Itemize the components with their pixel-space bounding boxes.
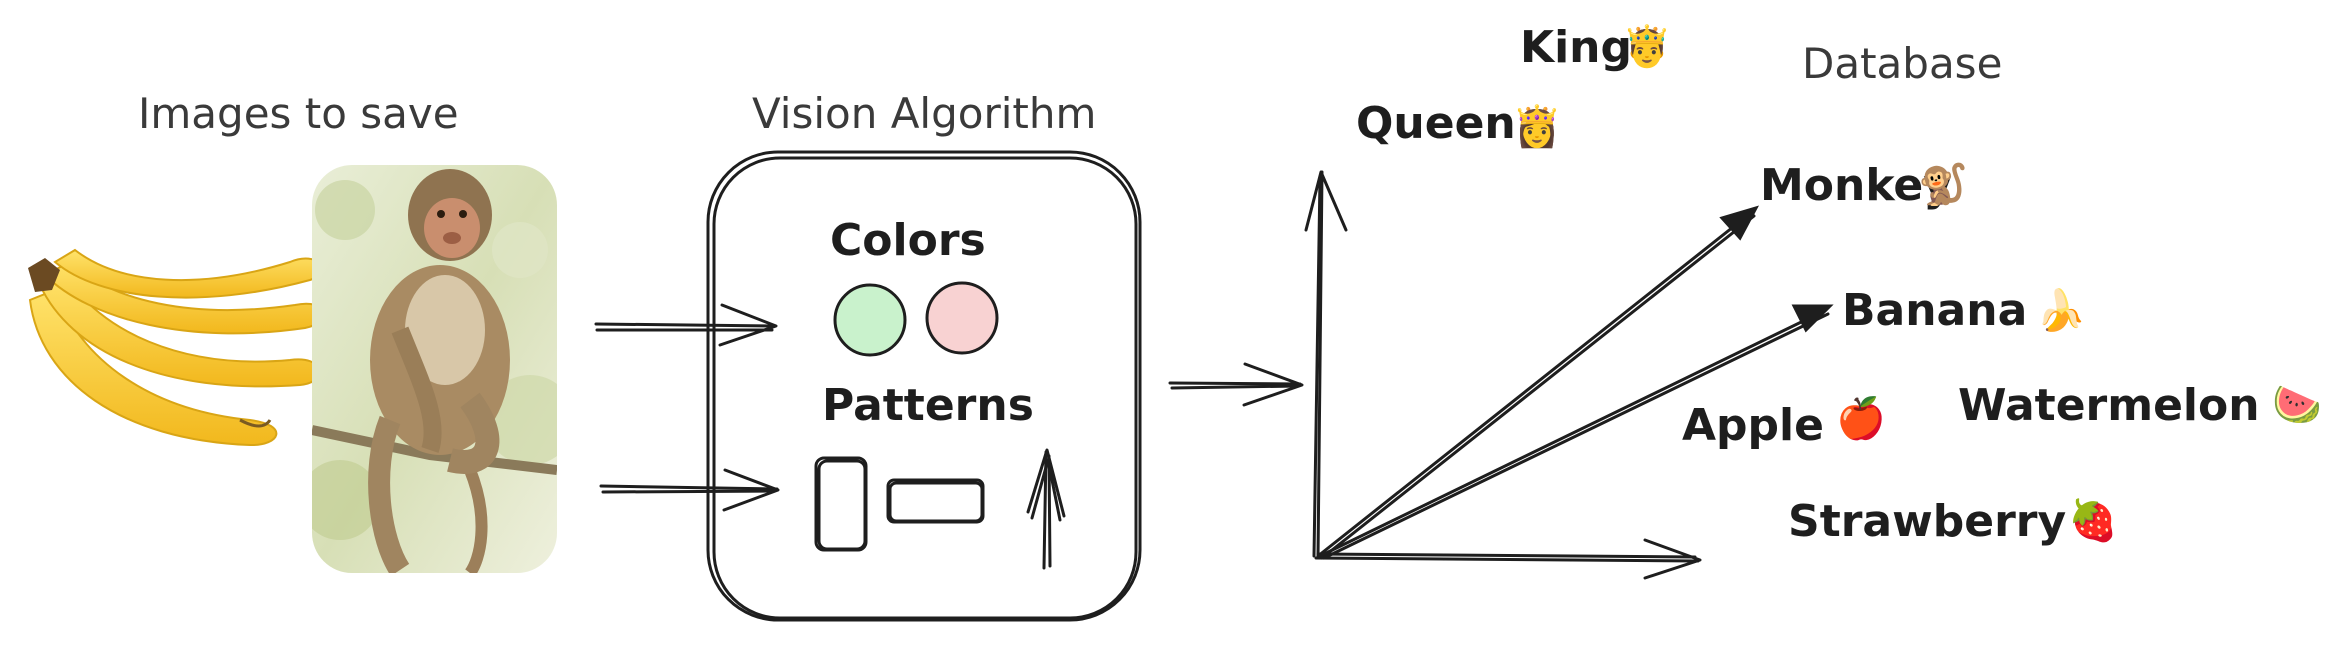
monkey-image (312, 165, 557, 573)
strawberry-icon: 🍓 (2068, 497, 2118, 544)
database-item-apple: Apple 🍎 (1682, 394, 1886, 451)
arrow-images-to-algorithm-bottom (599, 468, 780, 512)
banana-icon: 🍌 (2036, 287, 2086, 334)
watermelon-label: Watermelon (1958, 380, 2260, 431)
queen-label: Queen (1356, 98, 1516, 149)
green-color-swatch (833, 283, 907, 357)
pink-color-swatch (925, 281, 999, 355)
vector-y-axis (1304, 170, 1348, 560)
banana-label: Banana (1842, 285, 2027, 336)
database-item-watermelon: Watermelon 🍉 (1958, 380, 2322, 431)
algorithm-box (706, 150, 1142, 622)
algorithm-title: Vision Algorithm (752, 89, 1096, 138)
strawberry-label: Strawberry (1788, 496, 2066, 547)
king-icon: 🤴 (1622, 23, 1672, 70)
banana-image (28, 248, 325, 447)
apple-label: Apple (1682, 400, 1824, 451)
database-item-monkey: Monkey 🐒 (1760, 160, 1968, 211)
king-label: King (1520, 22, 1632, 73)
queen-icon: 👸 (1512, 103, 1562, 150)
pattern-wide-rectangle (886, 478, 985, 524)
monkey-vector-arrow (1316, 205, 1760, 560)
patterns-label: Patterns (822, 380, 1034, 431)
watermelon-icon: 🍉 (2272, 382, 2322, 428)
arrow-algorithm-to-database (1168, 362, 1304, 407)
pattern-tall-rectangle (814, 456, 868, 552)
apple-icon: 🍎 (1836, 394, 1886, 442)
arrow-images-to-algorithm-top (594, 303, 778, 347)
database-item-banana: Banana 🍌 (1842, 285, 2086, 336)
database-item-strawberry: Strawberry 🍓 (1788, 496, 2118, 547)
images-title: Images to save (138, 89, 459, 138)
database-title: Database (1802, 39, 2002, 88)
database-item-king: King 🤴 (1520, 22, 1672, 73)
banana-vector-arrow (1318, 304, 1834, 560)
database-item-queen: Queen 👸 (1356, 98, 1562, 150)
vector-x-axis (1314, 538, 1702, 580)
colors-label: Colors (830, 215, 986, 266)
monkey-icon: 🐒 (1918, 161, 1968, 208)
pattern-up-arrow (1026, 448, 1066, 570)
monkey-label: Monkey (1760, 160, 1952, 211)
